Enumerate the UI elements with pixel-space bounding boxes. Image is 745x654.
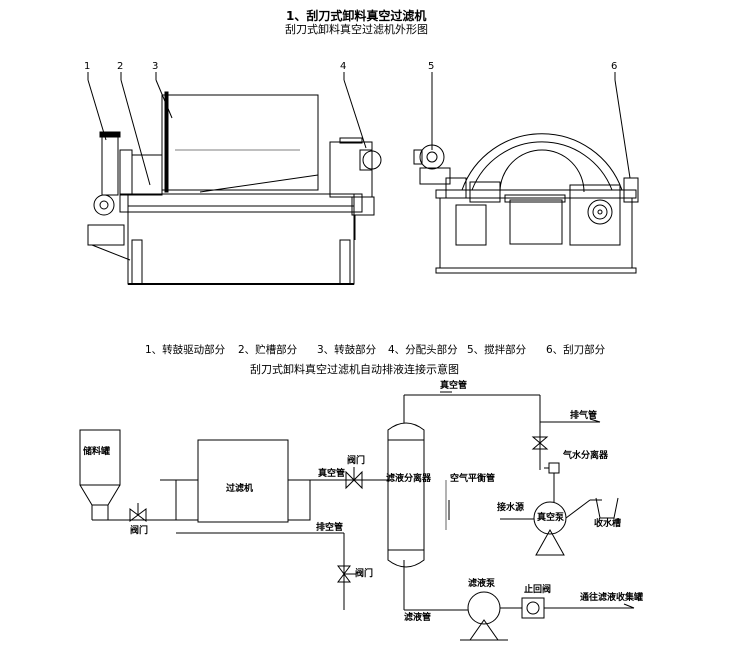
label-separator: 滤液分离器 bbox=[386, 474, 432, 484]
valve-left-symbol bbox=[129, 508, 147, 522]
label-valve-mid: 阀门 bbox=[347, 456, 366, 466]
legend-item-scraper: 6、刮刀部分 bbox=[546, 344, 606, 356]
label-water-inlet: 接水源 bbox=[497, 503, 525, 513]
page-title: 1、刮刀式卸料真空过滤机 bbox=[286, 9, 427, 23]
gas-water-separator bbox=[548, 462, 560, 474]
valve-mid-symbol bbox=[345, 470, 363, 490]
label-vacuum-pump: 真空泵 bbox=[537, 513, 565, 523]
callout-5: 5 bbox=[428, 61, 435, 72]
label-valve-low: 阀门 bbox=[355, 569, 374, 579]
water-tank bbox=[595, 497, 619, 519]
page-subtitle: 刮刀式卸料真空过滤机外形图 bbox=[285, 23, 428, 36]
legend-item-distributor: 4、分配头部分 bbox=[388, 344, 458, 356]
filter-box bbox=[197, 439, 289, 523]
end-view-drawing bbox=[413, 72, 639, 274]
valve-top-symbol bbox=[531, 436, 549, 450]
schematic-title: 刮刀式卸料真空过滤机自动排液连接示意图 bbox=[250, 363, 459, 376]
label-filter: 过滤机 bbox=[226, 484, 254, 494]
label-filtrate-pipe: 滤液管 bbox=[404, 613, 432, 623]
label-exhaust-pipe: 排气管 bbox=[570, 411, 598, 421]
callout-2: 2 bbox=[117, 61, 124, 72]
check-valve-box bbox=[521, 597, 545, 619]
label-to-collector: 通往滤液收集罐 bbox=[580, 593, 644, 603]
label-vacuum-pipe: 真空管 bbox=[318, 469, 346, 479]
legend-item-drum: 3、转鼓部分 bbox=[317, 344, 377, 356]
label-valve-left: 阀门 bbox=[130, 526, 149, 536]
label-vacuum-pipe-top: 真空管 bbox=[440, 381, 468, 391]
label-air-balance: 空气平衡管 bbox=[450, 474, 496, 484]
label-gas-water-sep: 气水分离器 bbox=[563, 451, 609, 461]
feed-tank bbox=[79, 429, 121, 486]
process-schematic bbox=[79, 391, 635, 641]
label-filtrate-pump: 滤液泵 bbox=[468, 579, 496, 589]
callout-4: 4 bbox=[340, 61, 347, 72]
callout-1: 1 bbox=[84, 61, 91, 72]
label-check-valve: 止回阀 bbox=[524, 585, 552, 595]
legend-item-drum-drive: 1、转鼓驱动部分 bbox=[145, 344, 226, 356]
label-drain-pipe: 排空管 bbox=[316, 523, 344, 533]
label-feed-tank: 储料罐 bbox=[83, 447, 111, 457]
callout-6: 6 bbox=[611, 61, 618, 72]
label-water-tank: 收水槽 bbox=[594, 519, 622, 529]
valve-low-symbol bbox=[337, 565, 351, 583]
separator-vessel bbox=[387, 422, 425, 568]
callout-3: 3 bbox=[152, 61, 159, 72]
legend-item-tank: 2、贮槽部分 bbox=[238, 344, 298, 356]
legend-item-agitator: 5、搅拌部分 bbox=[467, 344, 527, 356]
side-view-drawing bbox=[87, 72, 382, 285]
